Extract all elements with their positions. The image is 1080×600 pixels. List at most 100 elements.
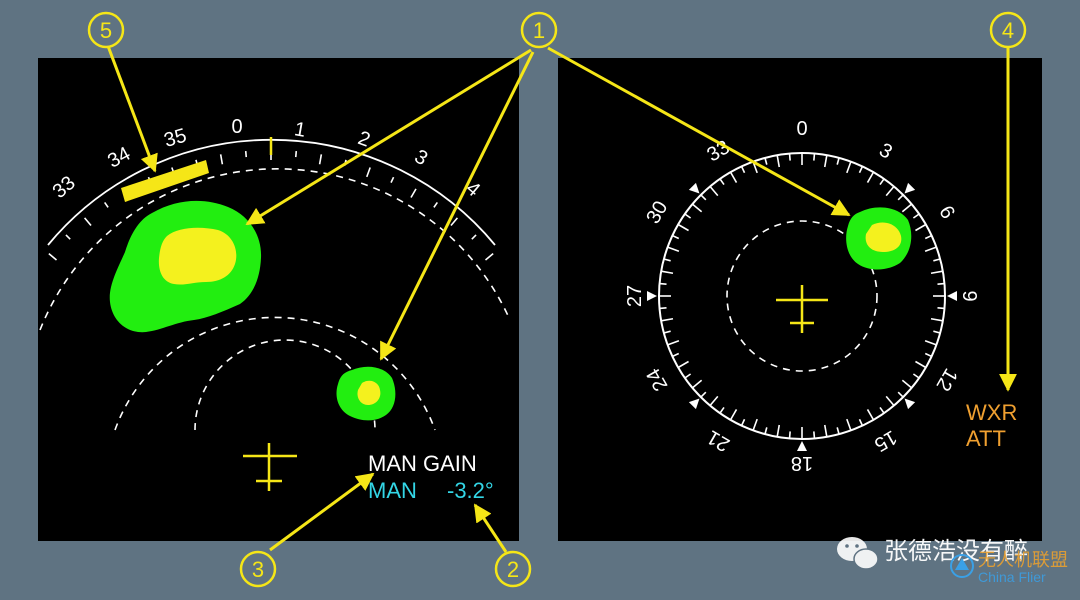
compass-tick <box>740 166 746 174</box>
compass-tick <box>663 330 671 334</box>
compass-tick <box>823 155 828 168</box>
compass-tick <box>846 418 852 431</box>
compass-tick <box>776 155 781 168</box>
compass-tick <box>677 223 689 232</box>
wechat-logo-icon <box>837 537 879 570</box>
compass-tick <box>677 360 689 369</box>
compass-tick <box>866 171 875 183</box>
compass-tick <box>924 234 932 240</box>
callout-number-2: 2 <box>507 557 519 582</box>
compass-label-27: 27 <box>624 285 646 307</box>
callout-badges: 5 1 4 3 2 <box>87 11 1027 588</box>
left-scale-tick <box>318 154 323 165</box>
mode-label-wxr: WXR <box>966 400 1017 425</box>
compass-tick <box>879 178 885 186</box>
compass-tick <box>661 270 674 275</box>
compass-tick <box>924 340 937 346</box>
compass-tick <box>667 340 680 346</box>
watermark-brand-sub: China Flier <box>978 569 1046 585</box>
compass-tick <box>885 185 895 197</box>
compass-tick <box>740 418 746 426</box>
compass-tick <box>672 234 680 240</box>
arrow-3-to-gain-label <box>269 472 375 552</box>
left-scale-tick <box>390 176 395 183</box>
arrow-1-to-left-large-cell <box>245 48 532 226</box>
compass-tick <box>924 352 932 358</box>
compass-tick <box>901 203 913 213</box>
left-scale-tick <box>48 252 58 261</box>
arrow-5-to-heading-bug <box>106 45 158 173</box>
compass-tick <box>661 317 674 322</box>
callout-badge-4: 4 <box>989 11 1027 49</box>
compass-triangle-marker <box>904 182 916 194</box>
compass-tick <box>885 395 895 407</box>
weather-cell-small-yellow <box>357 380 381 405</box>
compass-tick <box>709 395 719 407</box>
compass-tick <box>836 427 840 435</box>
compass-tick <box>700 194 707 201</box>
compass-tick <box>684 213 692 219</box>
compass-label-9: 9 <box>958 290 980 301</box>
compass-tick <box>846 161 852 174</box>
compass-tick <box>912 213 920 219</box>
compass-tick <box>667 246 680 252</box>
compass-tick <box>915 223 927 232</box>
compass-tick <box>663 258 671 262</box>
compass-tick <box>659 282 667 285</box>
left-scale-tick <box>219 154 224 165</box>
tilt-angle-value: -3.2° <box>447 478 494 503</box>
aircraft-symbol-right <box>776 285 828 333</box>
callout-badge-1: 1 <box>520 11 558 49</box>
compass-tick <box>788 153 791 161</box>
compass-tick <box>788 431 791 439</box>
left-scale-tick <box>294 151 298 158</box>
heading-bug-bar <box>121 160 209 202</box>
gain-label: MAN GAIN <box>368 451 477 476</box>
left-scale-tick <box>410 188 417 198</box>
weather-cell-large-yellow <box>158 227 237 285</box>
compass-tick <box>879 406 885 414</box>
arrow-2-to-tilt-value <box>473 503 508 553</box>
left-scale-tick <box>433 201 438 208</box>
compass-triangle-marker <box>647 291 657 301</box>
compass-tick <box>897 194 904 201</box>
callout-number-4: 4 <box>1002 18 1014 43</box>
compass-tick <box>729 409 738 421</box>
callout-number-3: 3 <box>252 557 264 582</box>
compass-tick <box>933 330 941 334</box>
compass-tick <box>729 171 738 183</box>
compass-triangle-marker <box>797 441 807 451</box>
left-scale-tick <box>366 167 371 178</box>
callout-number-1: 1 <box>533 18 545 43</box>
compass-tick <box>684 373 692 379</box>
compass-tick <box>719 406 725 414</box>
arrow-1-to-left-small-cell <box>379 51 535 361</box>
callout-badge-3: 3 <box>239 550 277 588</box>
compass-label-0: 0 <box>796 118 807 140</box>
watermark-brand: 无人机联盟 <box>978 550 1068 570</box>
mode-label-att: ATT <box>966 426 1006 451</box>
compass-tick <box>866 409 875 421</box>
callout-arrows <box>106 45 1017 553</box>
compass-tick <box>813 431 816 439</box>
compass-tick <box>836 157 840 165</box>
watermark: 张德浩没有醉 无人机联盟 China Flier <box>837 537 1068 585</box>
left-scale-tick <box>484 252 494 261</box>
compass-tick <box>901 379 913 389</box>
compass-tick <box>937 307 945 310</box>
brand-logo-icon <box>950 554 974 578</box>
callout-badge-5: 5 <box>87 11 125 49</box>
callout-badge-2: 2 <box>494 550 532 588</box>
compass-label-18: 18 <box>791 452 813 474</box>
arrow-1-to-right-cell <box>547 46 851 217</box>
scale-label-0: 0 <box>231 116 242 138</box>
compass-tick <box>858 418 864 426</box>
compass-tick <box>764 427 768 435</box>
compass-tick <box>719 178 725 186</box>
callout-number-5: 5 <box>100 18 112 43</box>
compass-tick <box>858 166 864 174</box>
compass-tick <box>930 270 943 275</box>
left-range-ring-3 <box>39 168 511 331</box>
